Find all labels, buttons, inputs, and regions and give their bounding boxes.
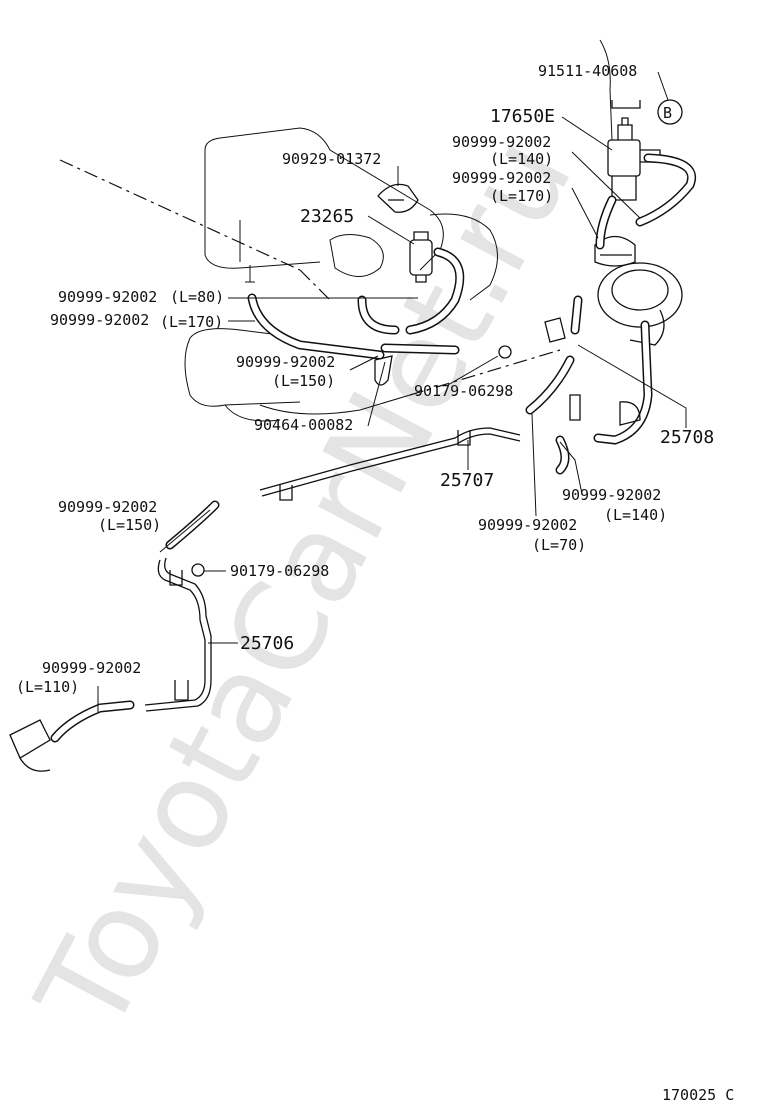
figure-number: 170025 C	[662, 1086, 734, 1104]
label-90999-f: 90999-92002	[562, 486, 661, 504]
label-23265: 23265	[300, 206, 354, 227]
label-90999-b: 90999-92002	[452, 169, 551, 187]
label-90999-a-length: (L=140)	[490, 150, 553, 168]
label-90999-e: 90999-92002	[236, 353, 335, 371]
label-90999-d: 90999-92002	[50, 311, 149, 329]
label-90179-b: 90179-06298	[230, 562, 329, 580]
label-90999-h: 90999-92002	[478, 516, 577, 534]
label-90464-00082: 90464-00082	[254, 416, 353, 434]
label-90999-h-length: (L=70)	[532, 536, 586, 554]
label-90999-c: 90999-92002	[58, 288, 157, 306]
label-90999-g-length: (L=150)	[98, 516, 161, 534]
label-90929-01372: 90929-01372	[282, 150, 381, 168]
label-90999-g: 90999-92002	[58, 498, 157, 516]
label-90999-b-length: (L=170)	[490, 187, 553, 205]
leader-lines	[97, 71, 687, 712]
label-90999-d-length: (L=170)	[160, 313, 223, 331]
fittings	[9, 317, 641, 772]
label-90999-i-length: (L=110)	[16, 678, 79, 696]
label-90999-a: 90999-92002	[452, 133, 551, 151]
label-90179-a: 90179-06298	[414, 382, 513, 400]
vacuum-hoses	[50, 153, 696, 743]
reference-marker-b: B	[657, 99, 683, 125]
vacuum-modulator	[409, 231, 433, 283]
label-25706: 25706	[240, 633, 294, 654]
egr-valve	[594, 235, 683, 346]
engine-outline	[59, 39, 613, 422]
label-90999-c-length: (L=80)	[170, 288, 224, 306]
marker-b-letter: B	[663, 104, 672, 122]
label-25708: 25708	[660, 427, 714, 448]
label-90999-e-length: (L=150)	[272, 372, 335, 390]
label-91511-40608: 91511-40608	[538, 62, 637, 80]
clamp-bracket	[377, 183, 419, 213]
vacuum-switching-valve	[607, 100, 661, 201]
part-labels: 91511-40608 17650E 90999-92002 (L=140) 9…	[16, 62, 714, 696]
label-25707: 25707	[440, 470, 494, 491]
vacuum-pipes	[144, 427, 521, 712]
watermark: ToyotaCarNet.ru	[10, 114, 600, 1054]
label-90999-i: 90999-92002	[42, 659, 141, 677]
label-90999-f-length: (L=140)	[604, 506, 667, 524]
label-17650e: 17650E	[490, 106, 555, 127]
